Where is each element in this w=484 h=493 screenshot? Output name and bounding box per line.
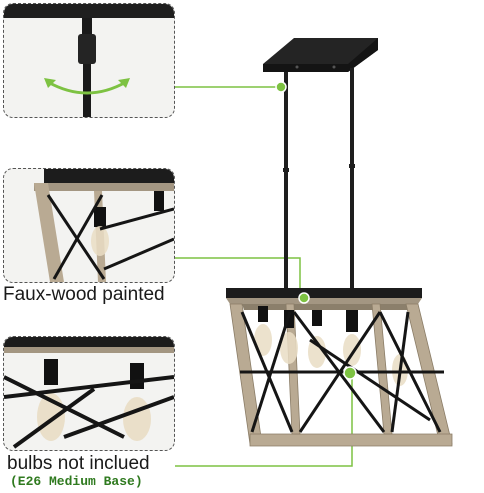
faux-wood-detail [3, 168, 175, 283]
callout-lines [175, 86, 353, 467]
bulbs-detail [3, 336, 175, 451]
faux-wood-caption: Faux-wood painted [3, 284, 165, 305]
canopy [263, 38, 378, 72]
base-type-caption: (E26 Medium Base) [10, 474, 143, 489]
swivel-joint-detail [3, 3, 175, 118]
fixture-cage [226, 81, 453, 447]
bulbs-caption: bulbs not inclued [7, 453, 150, 474]
downrods [283, 68, 355, 292]
